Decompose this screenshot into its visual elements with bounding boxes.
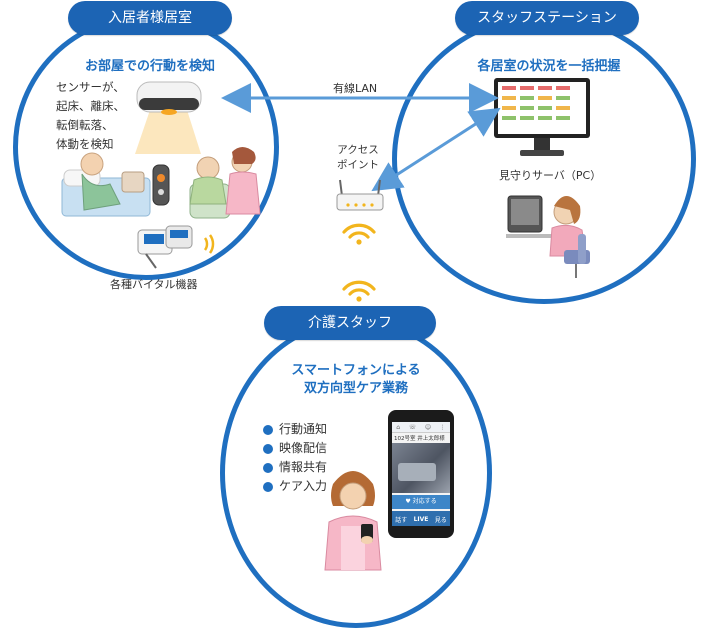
access-point-text-line: ポイント	[337, 159, 379, 171]
wireless-router-icon	[336, 179, 384, 211]
heart-icon: ♥	[405, 498, 411, 505]
talk-button[interactable]: 話す	[395, 516, 408, 524]
wifi-signal-icon	[342, 223, 376, 245]
menu-icon: ⋮	[439, 423, 446, 431]
staff-station-tab: スタッフステーション	[455, 1, 639, 35]
ceiling-sensor-icon	[135, 81, 202, 154]
monitoring-server-label: 見守りサーバ（PC）	[499, 169, 602, 182]
call-controls: 話す LIVE 見る	[392, 511, 450, 526]
home-icon: ⌂	[396, 423, 401, 431]
feature-item: 行動通知	[263, 420, 327, 439]
phone-icon: ☏	[408, 423, 417, 431]
respond-button[interactable]: ♥ 対応する	[392, 495, 450, 509]
live-badge: LIVE	[413, 515, 429, 523]
watch-button[interactable]: 見る	[434, 516, 447, 524]
vital-wifi-icon	[203, 234, 215, 254]
sensor-text-line: 転倒転落、	[56, 118, 114, 132]
care-staff-heading-line: 双方向型ケア業務	[303, 381, 408, 396]
nurse-with-smartphone-illustration	[324, 471, 382, 571]
user-icon: ☺	[424, 423, 432, 431]
resident-name: 井上太郎様	[417, 436, 445, 442]
monitor-screen-icon	[494, 78, 590, 156]
caregiver-with-resident-illustration	[189, 147, 261, 219]
care-staff-heading: スマートフォンによる 双方向型ケア業務	[286, 362, 426, 398]
smartphone-screen: ⌂ ☏ ☺ ⋮ 102号室 井上太郎様 ♥ 対応する 話す LIVE 見る	[392, 422, 450, 526]
resident-room-tab: 入居者様居室	[68, 1, 232, 35]
feature-item: 映像配信	[263, 439, 327, 458]
resident-room-heading: お部屋での行動を検知	[84, 59, 215, 74]
respond-button-label: 対応する	[412, 498, 437, 505]
camera-feed-image	[392, 443, 450, 493]
feature-list: 行動通知 映像配信 情報共有 ケア入力	[263, 420, 327, 496]
access-point-label: アクセス ポイント	[337, 143, 379, 173]
wifi-signal-icon	[342, 280, 376, 302]
app-toolbar: ⌂ ☏ ☺ ⋮	[392, 422, 450, 433]
sensor-description: センサーが、 起床、離床、 転倒転落、 体動を検知	[56, 78, 125, 154]
room-info-bar: 102号室 井上太郎様	[392, 433, 450, 443]
smartphone-device: ⌂ ☏ ☺ ⋮ 102号室 井上太郎様 ♥ 対応する 話す LIVE 見る	[388, 410, 454, 538]
care-staff-heading-line: スマートフォンによる	[291, 363, 421, 378]
camera-bed-shape	[398, 463, 436, 481]
vital-devices-icon	[137, 225, 193, 269]
care-staff-tab: 介護スタッフ	[264, 306, 436, 340]
nurse-call-device-icon	[152, 164, 170, 206]
access-point-text-line: アクセス	[337, 144, 379, 156]
resident-in-bed-illustration	[61, 152, 151, 217]
feature-item: ケア入力	[263, 477, 327, 496]
staff-station-heading: 各居室の状況を一括把握	[477, 59, 621, 74]
room-label: 102号室	[394, 436, 416, 442]
vital-devices-label: 各種バイタル機器	[110, 278, 198, 291]
feature-item: 情報共有	[263, 458, 327, 477]
sensor-text-line: 体動を検知	[56, 137, 114, 151]
staff-at-pc-illustration	[506, 195, 590, 278]
sensor-text-line: センサーが、	[56, 80, 125, 94]
sensor-text-line: 起床、離床、	[56, 99, 125, 113]
